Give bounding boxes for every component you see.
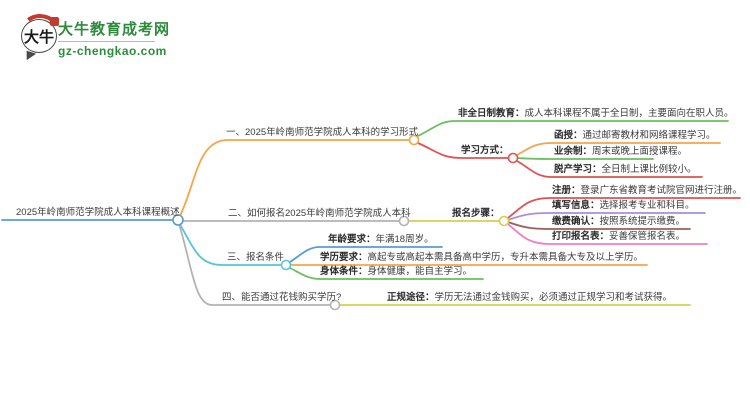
node-register: 注册：登录广东省教育考试院官网进行注册。 [552,185,743,196]
link-studymode-correspondence [516,142,721,156]
link-steps-payment [507,221,691,230]
link-steps-fillinfo [507,212,706,221]
link-root-branch4 [177,220,331,306]
node-branch-3: 三、报名条件 [227,252,285,263]
node-correspondence: 函授：通过邮寄教材和网络课程学习。 [554,130,716,141]
logo-bubble-icon: 大牛 [14,10,66,63]
node-fulltime-offsite: 脱产学习：全日制上课比例较小。 [554,164,697,175]
node-age-requirement: 年龄要求：年满18周岁。 [328,234,434,245]
junction-studymode [507,152,519,164]
node-signup-steps: 报名步骤： [452,208,500,219]
link-branch1-fulltime [417,120,729,137]
link-root-branch1 [177,139,411,221]
node-study-mode: 学习方式： [461,145,509,156]
link-branch3-age [289,246,443,263]
node-health-requirement: 身体条件：身体健康，能自主学习。 [320,266,473,277]
node-root: 2025年岭南师范学院成人本科课程概述 [16,207,180,218]
node-parttime: 业余制：周末或晚上面授课程。 [554,146,688,157]
site-url: gz-chengkao.com [58,44,167,58]
link-steps-register [507,197,741,219]
node-branch-2: 二、如何报名2025年岭南师范学院成人本科 [228,208,411,219]
junction-steps [498,215,510,227]
link-studymode-offsite [516,160,703,178]
junction-branch1 [408,134,420,146]
logo-divider [58,41,155,42]
junction-root [172,214,184,226]
link-studymode-parttime [516,157,654,160]
node-fill-info: 填写信息：选择报考专业和科目。 [552,200,695,211]
node-branch-4: 四、能否通过花钱购买学历? [222,292,342,303]
link-branch1-studymode [417,142,509,159]
node-education-requirement: 学历要求：高起专或高起本需具备高中学历，专升本需具备大专及以上学历。 [320,252,644,263]
node-legit-path: 正规途径：学历无法通过金钱购买，必须通过正规学习和考试获得。 [387,292,673,303]
site-name: 大牛教育成考网 [58,21,171,38]
junction-branch3 [280,259,292,271]
logo-icon-text: 大牛 [23,28,54,46]
junction-branch2 [398,215,410,227]
link-branch3-health [289,267,484,280]
node-study-format: 非全日制教育：成人本科课程不属于全日制，主要面向在职人员。 [458,108,734,119]
red-seal-icon [50,17,59,26]
node-branch-1: 一、2025年岭南师范学院成人本科的学习形式 [226,127,419,138]
node-print-form: 打印报名表：妥善保管报名表。 [552,231,686,242]
link-root-branch3 [177,220,282,266]
link-steps-printform [507,223,708,245]
node-payment-confirm: 缴费确认：按照系统提示缴费。 [552,216,686,227]
junction-branch4 [329,299,341,311]
site-logo[interactable]: 大牛 大牛教育成考网 gz-chengkao.com [14,10,240,64]
